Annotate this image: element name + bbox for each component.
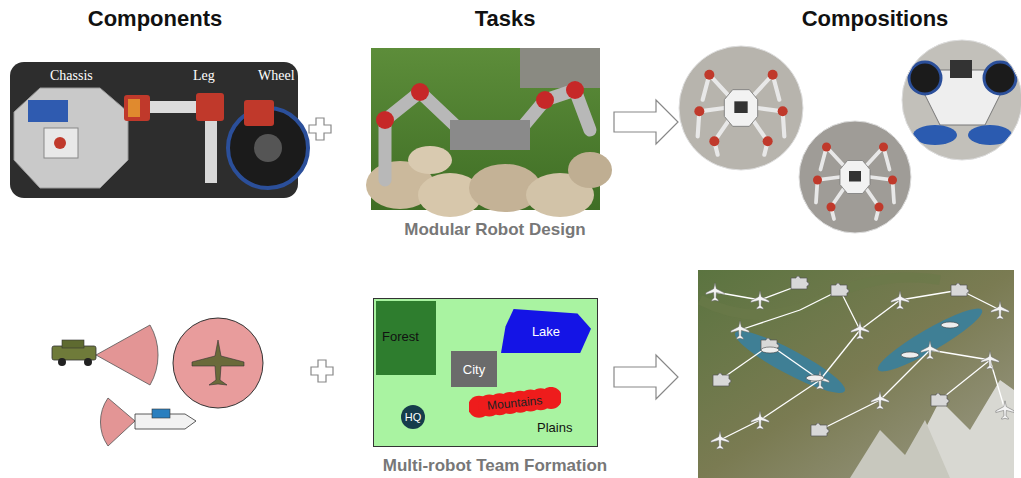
node-text: HQ — [405, 411, 422, 423]
node-text: Wheel — [258, 68, 295, 84]
vehicle-components — [52, 318, 263, 446]
task-caption: Modular Robot Design — [404, 220, 585, 240]
node-text: Lake — [532, 324, 560, 339]
city-region: City — [451, 351, 497, 387]
column-heading: Tasks — [475, 6, 536, 32]
arrow-shape — [614, 355, 678, 399]
plus-sign — [309, 118, 331, 140]
arrow-shape — [614, 100, 678, 144]
components-photo — [10, 62, 308, 198]
task-photo — [366, 48, 612, 217]
forest-region: Forest — [376, 301, 436, 375]
node-text: Leg — [193, 68, 215, 84]
node-text: Plains — [537, 420, 572, 435]
composition-photos — [670, 35, 1021, 240]
lake-region: Lake — [501, 309, 591, 353]
component-panel: Chassis Leg Wheel — [10, 62, 299, 198]
column-heading: Components — [88, 6, 222, 32]
hq-marker: HQ — [401, 405, 425, 429]
satellite-map — [698, 270, 1014, 478]
node-text: Chassis — [50, 68, 93, 84]
task-map: Plains Forest LakeCityMountainsHQ — [373, 298, 598, 447]
column-heading: Compositions — [802, 6, 949, 32]
plus-sign — [311, 360, 333, 382]
node-text: Forest — [382, 329, 419, 344]
task-caption: Multi-robot Team Formation — [383, 456, 607, 476]
mountain-region: Mountains — [469, 387, 561, 419]
node-text: City — [463, 362, 485, 377]
